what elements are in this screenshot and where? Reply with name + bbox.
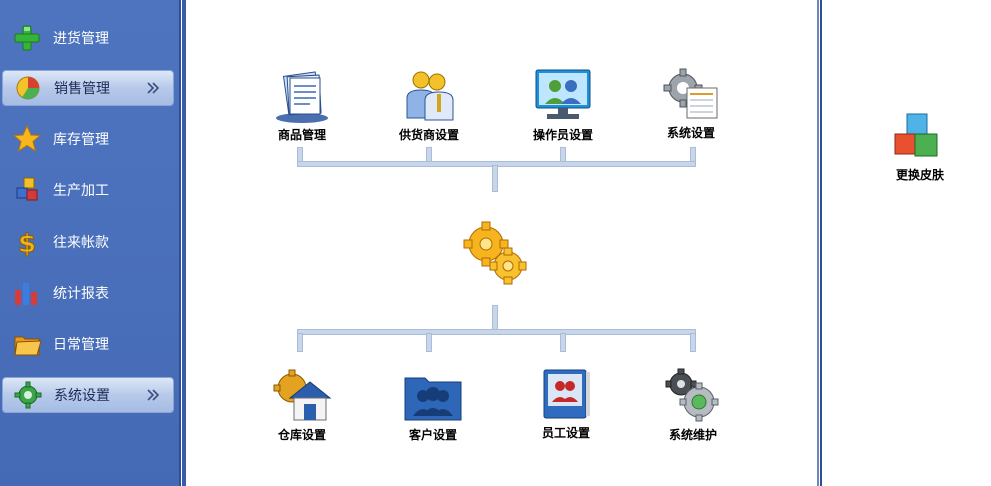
documents-icon [276, 71, 328, 123]
folder-icon [14, 336, 42, 356]
sidebar-item-sales[interactable]: 销售管理 [2, 70, 174, 106]
connector-line [492, 305, 498, 331]
connector-line [426, 333, 432, 352]
cubes-icon [16, 177, 38, 201]
double-chevron-right-icon [147, 82, 160, 94]
suppliers-icon [406, 71, 454, 121]
system-settings-icon [663, 68, 718, 119]
warehouse-icon [273, 369, 332, 421]
tile-customer-settings[interactable]: 客户设置 [378, 368, 488, 443]
sidebar-item-label: 系统设置 [54, 388, 110, 404]
sidebar: 进货管理 销售管理 库存管理 生产加工 $ 往来帐款 [0, 0, 179, 486]
dollar-icon: $ [17, 229, 36, 258]
sidebar-item-label: 进货管理 [53, 31, 109, 47]
sidebar-item-accounts[interactable]: $ 往来帐款 [2, 224, 174, 260]
tile-label: 操作员设置 [532, 128, 593, 142]
connector-line [297, 333, 303, 352]
sidebar-item-label: 统计报表 [53, 286, 109, 302]
gears-icon [463, 221, 527, 285]
tile-label: 客户设置 [408, 428, 457, 442]
color-cubes-icon [894, 113, 938, 157]
tile-label: 员工设置 [541, 426, 590, 440]
tile-system-maintenance[interactable]: 系统维护 [638, 368, 748, 443]
svg-text:$: $ [18, 229, 36, 257]
plus-icon [14, 25, 40, 51]
tile-label: 系统设置 [666, 126, 715, 140]
sidebar-item-label: 销售管理 [54, 81, 110, 97]
maintenance-gears-icon [665, 368, 719, 422]
double-chevron-right-icon [147, 389, 160, 401]
tile-label: 仓库设置 [277, 428, 326, 442]
tile-label: 供货商设置 [398, 128, 459, 142]
sidebar-item-label: 往来帐款 [53, 235, 109, 251]
connector-line [560, 333, 566, 352]
sidebar-item-label: 日常管理 [53, 337, 109, 353]
pie-chart-icon [16, 76, 40, 100]
connector-line [492, 165, 498, 192]
sidebar-item-system-settings[interactable]: 系统设置 [2, 377, 174, 413]
sidebar-item-inventory[interactable]: 库存管理 [2, 121, 174, 157]
sidebar-divider [179, 0, 186, 486]
connector-line [690, 333, 696, 352]
sidebar-item-daily[interactable]: 日常管理 [2, 326, 174, 362]
change-skin-label: 更换皮肤 [895, 168, 944, 182]
tile-product-management[interactable]: 商品管理 [247, 68, 357, 143]
sidebar-item-label: 生产加工 [53, 183, 109, 199]
main-panel-divider [817, 0, 822, 486]
star-icon [12, 124, 42, 153]
tile-label: 商品管理 [277, 128, 326, 142]
sidebar-item-purchase[interactable]: 进货管理 [2, 20, 174, 56]
sidebar-item-reports[interactable]: 统计报表 [2, 275, 174, 311]
tile-system-settings[interactable]: 系统设置 [636, 66, 746, 141]
change-skin-button[interactable]: 更换皮肤 [880, 112, 960, 183]
sidebar-item-production[interactable]: 生产加工 [2, 172, 174, 208]
tile-operator-settings[interactable]: 操作员设置 [508, 68, 618, 143]
gear-icon [14, 381, 42, 409]
customers-folder-icon [404, 377, 462, 421]
tile-warehouse-settings[interactable]: 仓库设置 [247, 368, 357, 443]
tile-label: 系统维护 [668, 428, 717, 442]
tile-supplier-settings[interactable]: 供货商设置 [374, 68, 484, 143]
tile-staff-settings[interactable]: 员工设置 [511, 366, 621, 441]
staff-book-icon [543, 369, 590, 419]
sidebar-item-label: 库存管理 [53, 132, 109, 148]
operators-monitor-icon [535, 69, 591, 119]
bar-chart-icon [15, 283, 37, 305]
connector-line [297, 329, 696, 335]
